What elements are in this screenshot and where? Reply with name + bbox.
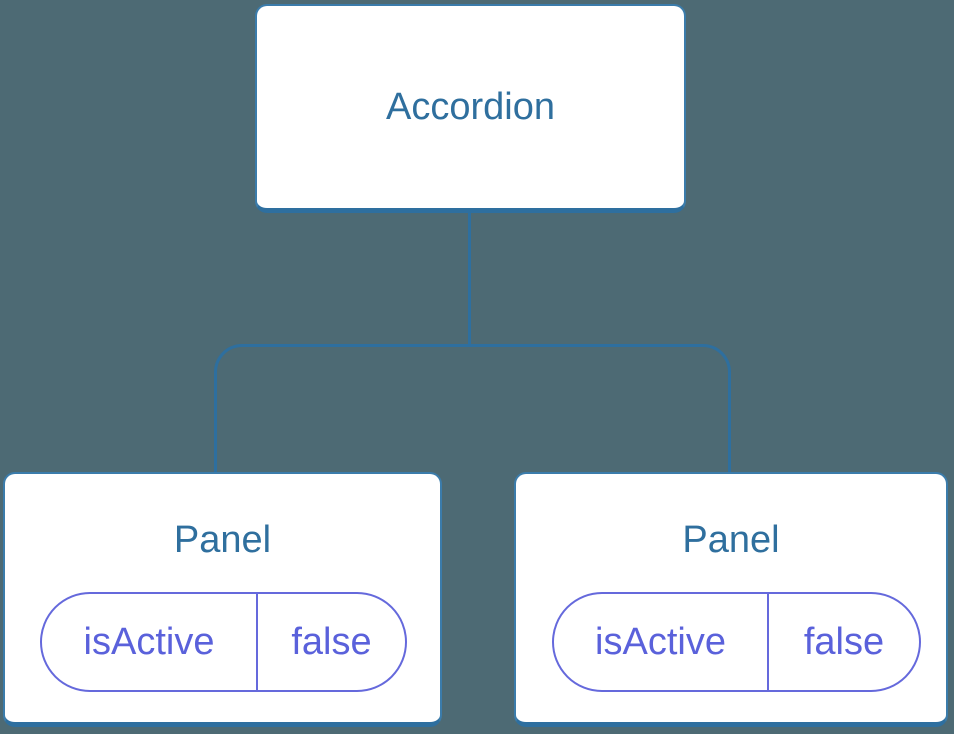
state-pill: isActive false <box>40 592 407 692</box>
accordion-node: Accordion <box>255 4 686 213</box>
state-value: false <box>291 620 372 663</box>
panel-node-right: Panel isActive false <box>514 472 948 727</box>
panel-title: Panel <box>682 519 780 561</box>
panel-title: Panel <box>173 519 272 561</box>
connector-stem <box>468 213 471 344</box>
state-pill: isActive false <box>552 592 921 692</box>
state-value: false <box>803 620 885 663</box>
state-key: isActive <box>554 594 769 690</box>
panel-node-left: Panel isActive false <box>3 472 442 727</box>
connector-bracket <box>214 344 731 472</box>
accordion-label: Accordion <box>386 85 555 128</box>
state-key: isActive <box>42 594 258 690</box>
